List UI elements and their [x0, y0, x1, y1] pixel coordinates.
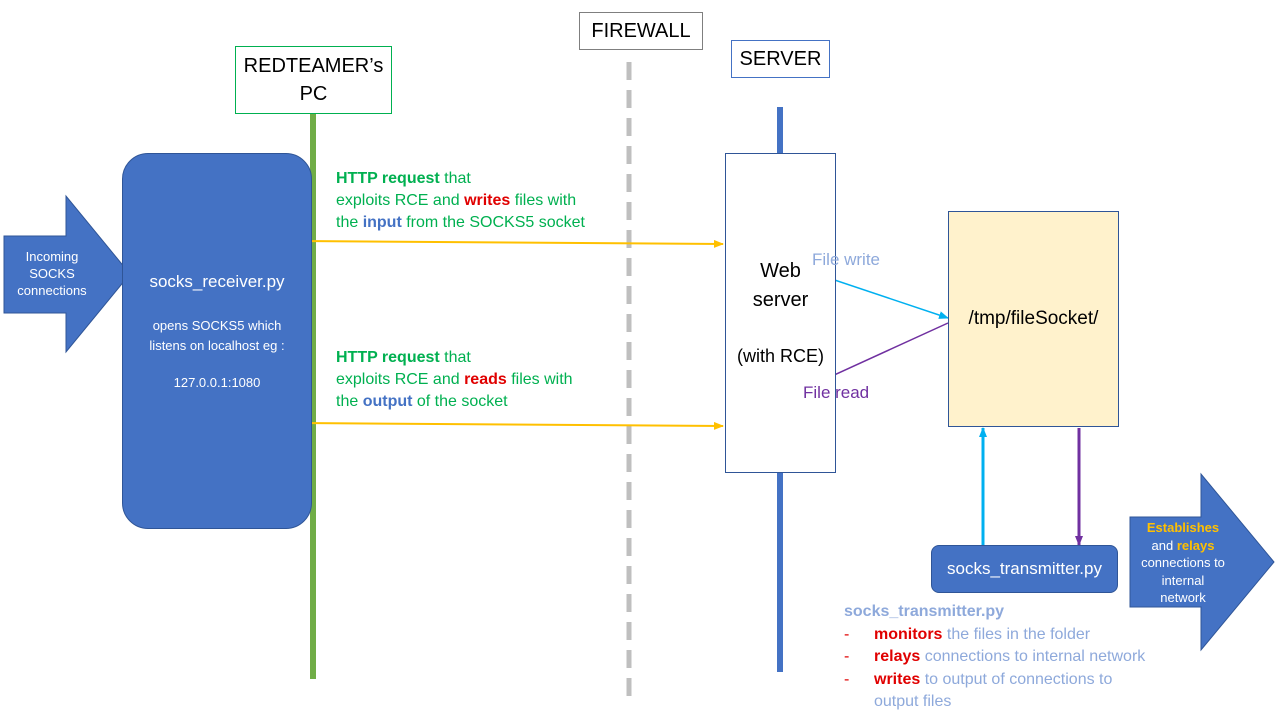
webserver-line3: (with RCE): [736, 346, 824, 366]
file-socket-label: /tmp/fileSocket/: [968, 308, 1099, 329]
establishes-line3: connections to: [1141, 555, 1225, 570]
receiver-address: 127.0.0.1:1080: [173, 375, 261, 390]
http-read-description: HTTP request that exploits RCE and reads…: [336, 347, 573, 413]
write-the: the: [336, 214, 363, 231]
notes-item-monitors: - monitors the files in the folder: [844, 624, 1145, 647]
incoming-line1: Incoming: [25, 249, 79, 264]
file-socket-box: /tmp/fileSocket/: [948, 211, 1119, 427]
socks-transmitter-box: socks_transmitter.py: [931, 545, 1118, 593]
read-files-with: files with: [506, 371, 573, 388]
incoming-arrow-shape: [3, 194, 131, 354]
http-write-description: HTTP request that exploits RCE and write…: [336, 168, 585, 234]
write-that: that: [439, 170, 471, 187]
webserver-line2: server: [752, 289, 809, 311]
write-input: input: [362, 214, 402, 231]
notes-title: socks_transmitter.py: [844, 603, 1005, 620]
establishes-and: and: [1151, 537, 1177, 553]
establishes-connections-label: Establishes and relays connections to in…: [1133, 519, 1233, 607]
read-exploits: exploits RCE and: [336, 371, 465, 388]
write-http-request: HTTP request: [336, 170, 440, 187]
incoming-connections-label: Incoming SOCKS connections: [6, 248, 98, 299]
socks-receiver-block: socks_receiver.py opens SOCKS5 which lis…: [122, 153, 312, 529]
webserver-line1: Web: [760, 260, 801, 282]
notes-bold-relays: relays: [874, 648, 921, 665]
read-the: the: [336, 393, 363, 410]
receiver-desc-line1: opens SOCKS5 which: [152, 318, 282, 333]
write-from-socket: from the SOCKS5 socket: [401, 214, 585, 231]
redteamer-label-line2: PC: [299, 83, 328, 105]
incoming-line2: SOCKS: [29, 266, 75, 281]
receiver-desc-line2: listens on localhost eg :: [149, 338, 285, 353]
read-http-request: HTTP request: [336, 349, 440, 366]
write-files-with: files with: [510, 192, 577, 209]
establishes-relays: relays: [1176, 537, 1215, 553]
transmitter-notes: socks_transmitter.py - monitors the files…: [844, 601, 1145, 714]
server-label-text: SERVER: [739, 47, 822, 70]
notes-dash-1: -: [844, 625, 850, 643]
http-read-arrow: [299, 421, 724, 430]
receiver-title: socks_receiver.py: [149, 272, 285, 291]
notes-rest-writes-2: output files: [874, 693, 952, 710]
write-writes: writes: [464, 192, 511, 209]
notes-bold-monitors: monitors: [874, 625, 943, 643]
notes-rest-relays: connections to internal network: [920, 648, 1146, 665]
firewall-label-text: FIREWALL: [591, 19, 691, 42]
file-write-label: File write: [812, 250, 881, 269]
notes-rest-monitors: the files in the folder: [942, 625, 1091, 643]
read-of-socket: of the socket: [412, 393, 508, 410]
notes-item-relays: - relays connections to internal network: [844, 646, 1145, 669]
redteamer-label-line1: REDTEAMER’s: [243, 55, 384, 77]
server-label: SERVER: [731, 40, 830, 78]
notes-item-writes: - writes to output of connections to: [844, 669, 1145, 692]
establishes-word: Establishes: [1146, 520, 1220, 535]
establishes-line4: internal: [1161, 572, 1205, 588]
notes-bold-writes: writes: [874, 670, 921, 688]
read-reads: reads: [464, 371, 507, 388]
read-that: that: [439, 349, 471, 366]
establishes-line5: network: [1160, 590, 1206, 605]
http-write-arrow: [299, 239, 724, 248]
redteamer-pc-label: REDTEAMER’s PC: [235, 46, 392, 114]
write-exploits: exploits RCE and: [336, 192, 465, 209]
notes-dash-3: -: [844, 670, 850, 688]
notes-item-writes-cont: output files: [844, 691, 1145, 714]
web-server-box: Web server (with RCE): [725, 153, 836, 473]
file-read-label: File read: [803, 383, 870, 402]
socks-transmitter-label: socks_transmitter.py: [947, 559, 1102, 578]
outgoing-arrow-shape: [1129, 472, 1275, 652]
firewall-label: FIREWALL: [579, 12, 703, 50]
notes-rest-writes: to output of connections to: [920, 670, 1113, 688]
incoming-line3: connections: [17, 283, 87, 298]
notes-dash-2: -: [844, 648, 850, 665]
read-output: output: [362, 393, 413, 410]
